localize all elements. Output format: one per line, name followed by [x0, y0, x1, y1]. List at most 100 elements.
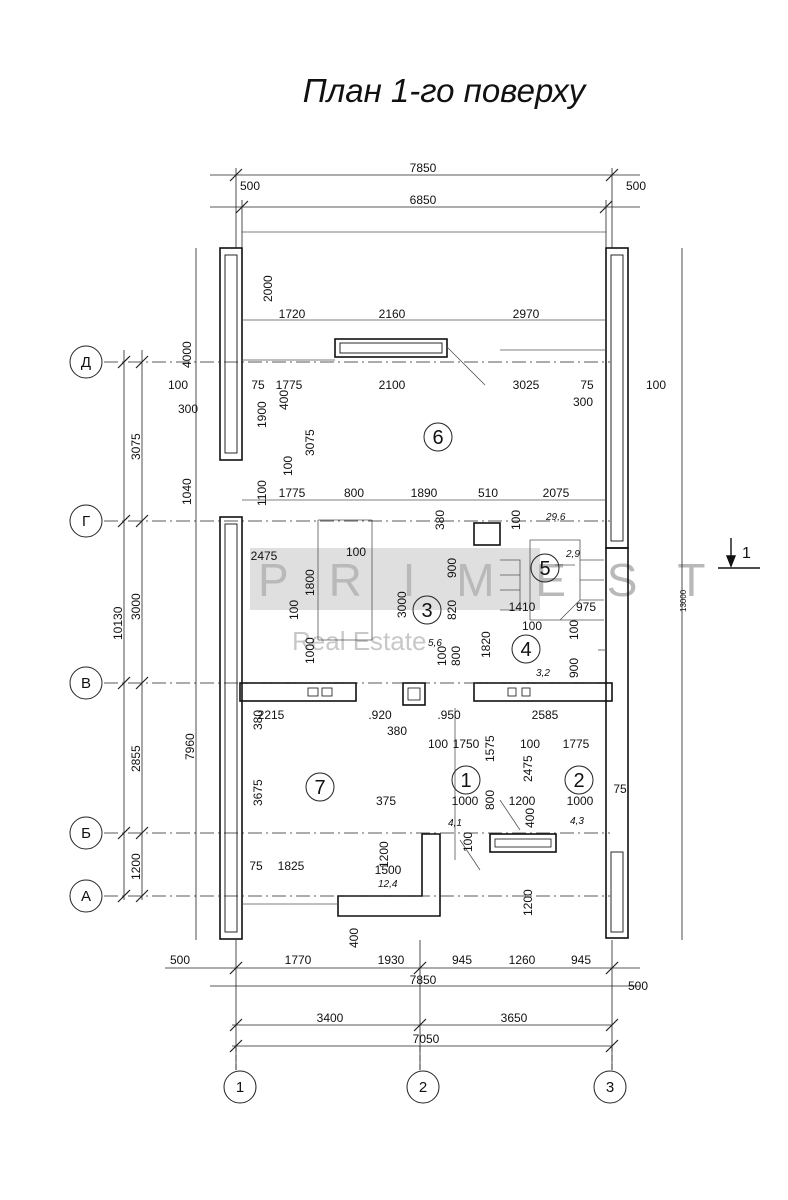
dim-b3650: 3650	[501, 1011, 528, 1025]
dim-v900a: 900	[445, 558, 459, 578]
beam-terrace	[334, 338, 448, 358]
dim-side-7960: 7960	[183, 733, 197, 760]
axis-row-v: В	[81, 675, 91, 692]
dim-terrace-depth: 2000	[261, 275, 275, 302]
dim-v900b: 900	[567, 658, 581, 678]
axis-row-d: Д	[81, 354, 91, 371]
room-number-6: 6	[432, 427, 443, 449]
dim-b500r: 500	[628, 979, 648, 993]
dim-r1410: 1410	[509, 600, 536, 614]
dim-r1775c: 1775	[563, 737, 590, 751]
dim-left-4000: 4000	[180, 341, 194, 368]
room-area-3: 5,6	[428, 638, 442, 649]
axis-col-1: 1	[236, 1079, 244, 1096]
beam-porch	[489, 833, 557, 853]
room-number-2: 2	[573, 770, 584, 792]
dim-v820: 820	[445, 600, 459, 620]
dim-v400c: 400	[347, 928, 361, 948]
dim-v1800: 1800	[303, 569, 317, 596]
dim-r75b: 75	[580, 378, 594, 392]
watermark-sub: Real Estate	[292, 626, 426, 656]
chimney	[473, 522, 501, 546]
dim-top-overall: 7850	[410, 161, 437, 175]
room-area-1: 4,1	[448, 818, 462, 829]
watermark-main: P R I M E S T	[258, 554, 719, 606]
dim-v3675: 3675	[251, 779, 265, 806]
dim-v100b: 100	[509, 510, 523, 530]
room-number-5: 5	[539, 558, 550, 580]
room-number-7: 7	[314, 777, 325, 799]
dim-v100c: 100	[287, 600, 301, 620]
dim-r100g: 100	[520, 737, 540, 751]
partition-left	[239, 682, 357, 702]
axis-row-b: Б	[81, 825, 91, 842]
dim-v1200c: 1200	[521, 889, 535, 916]
dim-v3075a: 3075	[303, 429, 317, 456]
dim-v100e: 100	[435, 646, 449, 666]
dim-r100a: 100	[168, 378, 188, 392]
dim-b7850: 7850	[410, 973, 437, 987]
wall-right-lower	[605, 547, 629, 939]
axis-col-3: 3	[606, 1079, 614, 1096]
room-number-1: 1	[460, 770, 471, 792]
dim-v380b: 380	[251, 710, 265, 730]
dim-v400a: 400	[277, 390, 291, 410]
dim-r100f: 100	[428, 737, 448, 751]
dim-v3000a: 3000	[395, 591, 409, 618]
room-bubbles	[305, 422, 594, 802]
dim-r75c: 75	[249, 859, 263, 873]
wall-left-lower	[219, 516, 243, 940]
dim-top-right-offset: 500	[626, 179, 646, 193]
partition-right	[473, 682, 613, 702]
wall-right-upper	[605, 247, 629, 549]
room-area-5: 2,9	[565, 549, 580, 560]
dim-b945a: 945	[452, 953, 472, 967]
plan-title: План 1-го поверху	[0, 72, 788, 110]
dim-side-2855: 2855	[129, 745, 143, 772]
dim-v2475b: 2475	[521, 755, 535, 782]
dim-v800c: 800	[483, 790, 497, 810]
dim-r950: .950	[437, 708, 461, 722]
dim-r1775b: 1775	[279, 486, 306, 500]
dim-b7050: 7050	[413, 1032, 440, 1046]
room-area-4: 3,2	[536, 668, 550, 679]
dim-side-3075: 3075	[129, 433, 143, 460]
dim-b945b: 945	[571, 953, 591, 967]
room-number-4: 4	[520, 639, 531, 661]
dim-2160: 2160	[379, 307, 406, 321]
dim-r300a: 300	[178, 402, 198, 416]
dim-r1890: 1890	[411, 486, 438, 500]
dim-side-3000: 3000	[129, 593, 143, 620]
dim-r1200a: 1200	[509, 794, 536, 808]
walls	[219, 247, 629, 940]
dim-v1575: 1575	[483, 735, 497, 762]
room-area-7: 12,4	[378, 879, 398, 890]
dim-v800b: 800	[449, 646, 463, 666]
dimension-texts: 7850 500 500 6850 2000 1720 2160 2970 40…	[111, 161, 688, 1046]
section-mark-label: 1	[742, 545, 751, 562]
dim-r100c: 100	[522, 619, 542, 633]
dim-top-inner: 6850	[410, 193, 437, 207]
dim-v1100: 1100	[255, 480, 269, 506]
dimension-lines	[104, 168, 683, 1072]
dim-v75r: 75	[613, 782, 627, 796]
dim-1720: 1720	[279, 307, 306, 321]
dim-v100deg: 100	[346, 545, 366, 559]
room-area-2: 4,3	[570, 816, 584, 827]
dim-r2215: 2215	[258, 708, 285, 722]
dim-r1750: 1750	[453, 737, 480, 751]
dim-v1040: 1040	[180, 478, 194, 505]
room-number-3: 3	[421, 600, 432, 622]
dim-r800a: 800	[344, 486, 364, 500]
dim-v1900: 1900	[255, 401, 269, 428]
dim-r100b: 100	[646, 378, 666, 392]
dim-v1000a: 1000	[303, 637, 317, 664]
axis-row-g: Г	[82, 513, 90, 530]
dim-v2475a: 2475	[251, 549, 278, 563]
dim-r380c: 380	[387, 724, 407, 738]
interior-lines	[242, 231, 606, 905]
dim-b1260: 1260	[509, 953, 536, 967]
dim-v100a: 100	[281, 456, 295, 476]
dim-v100h: 100	[461, 832, 475, 852]
